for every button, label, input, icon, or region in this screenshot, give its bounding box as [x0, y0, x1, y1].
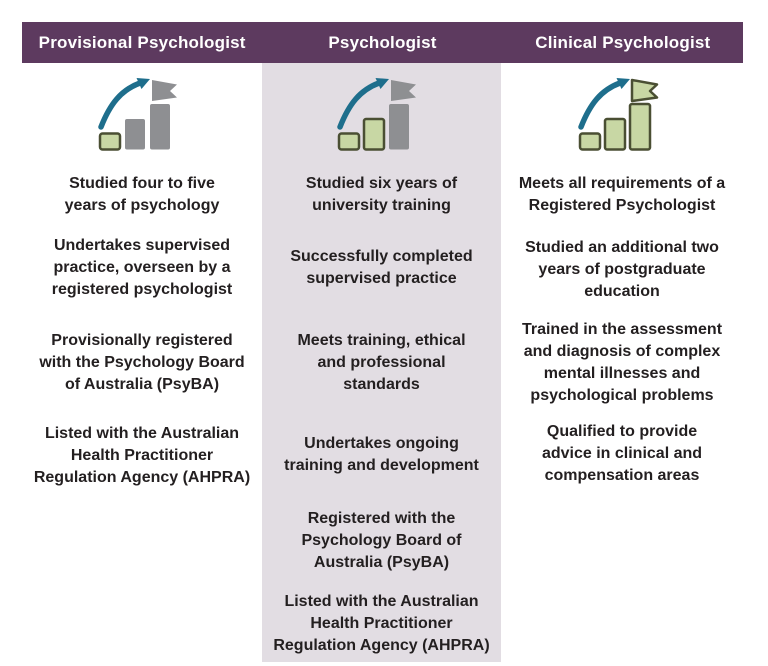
flag — [391, 80, 416, 101]
growth-arrow — [578, 80, 623, 130]
column-title-provisional-psychologist: Provisional Psychologist — [38, 32, 246, 52]
growth-arrow — [337, 80, 382, 130]
bar-3 — [150, 104, 170, 150]
requirement-item: Trained in the assessment and diagnosis … — [521, 321, 723, 404]
bar-1 — [578, 132, 602, 151]
requirement-item: Studied an additional two years of postg… — [525, 239, 719, 300]
bar-2 — [603, 117, 627, 151]
requirement-item: Successfully completed supervised practi… — [290, 248, 473, 287]
header-bar: Provisional Psychologist Psychologist Cl… — [22, 22, 743, 63]
requirement-item: Listed with the Australian Health Practi… — [273, 593, 490, 654]
growth-arrow — [98, 80, 143, 130]
growth-arrow-head — [375, 78, 389, 89]
growth-chart-flag-icon — [578, 77, 666, 151]
requirement-item: Studied four to five years of psychology — [64, 175, 220, 214]
bar-1 — [337, 132, 361, 151]
bar-2 — [362, 117, 386, 151]
flag — [630, 78, 659, 103]
flag — [152, 80, 177, 101]
requirement-item: Meets training, ethical and professional… — [297, 332, 466, 393]
requirement-item: Listed with the Australian Health Practi… — [33, 425, 251, 486]
requirement-item: Provisionally registered with the Psycho… — [39, 332, 245, 393]
bar-3 — [389, 104, 409, 150]
bar-1 — [98, 132, 122, 151]
column-title-psychologist: Psychologist — [328, 32, 437, 52]
requirement-item: Undertakes ongoing training and developm… — [284, 435, 479, 474]
middle-column-background — [262, 63, 501, 662]
growth-chart-flag-icon — [337, 77, 425, 151]
bar-3 — [628, 102, 652, 151]
growth-arrow-head — [616, 78, 630, 89]
bar-2 — [125, 119, 145, 150]
growth-chart-flag-icon — [98, 77, 186, 151]
growth-arrow-head — [136, 78, 150, 89]
requirement-item: Qualified to provide advice in clinical … — [541, 423, 703, 484]
requirement-item: Studied six years of university training — [305, 175, 458, 214]
column-title-clinical-psychologist: Clinical Psychologist — [535, 32, 711, 52]
requirement-item: Undertakes supervised practice, overseen… — [51, 237, 233, 298]
requirement-item: Meets all requirements of a Registered P… — [518, 175, 726, 214]
requirement-item: Registered with the Psychology Board of … — [301, 510, 462, 571]
